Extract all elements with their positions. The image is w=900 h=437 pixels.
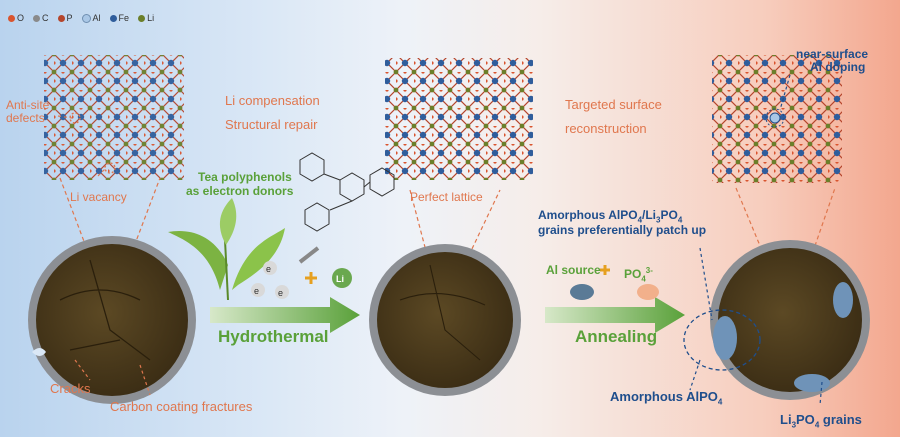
legend-item-o: O: [8, 13, 24, 23]
hydrothermal-arrow: [210, 297, 360, 333]
po4-label: PO43-: [624, 266, 653, 284]
polyphenol-molecule: [299, 152, 395, 232]
li-vacancy-label: Li vacancy: [70, 190, 127, 204]
annotation-arrows: [57, 115, 151, 396]
electron-label-1: e: [266, 264, 272, 274]
blue-annotation-arrows: [689, 74, 823, 406]
anti-site-label-2: defects: [6, 111, 45, 125]
legend-item-p: P: [57, 13, 73, 23]
anti-site-label-1: Anti-site: [6, 98, 50, 112]
donor-arrow: [298, 246, 320, 264]
surface-reconstructed-lattice: [712, 55, 842, 183]
electron-label-2: e: [254, 286, 260, 296]
legend-item-al: Al: [81, 13, 101, 23]
element-legend: O C P Al Fe Li: [8, 13, 154, 23]
tea-label-1: Tea polyphenols: [198, 170, 292, 184]
repaired-particle: [369, 244, 521, 396]
electron-label-3: e: [278, 288, 284, 298]
al-source-label: Al source: [546, 263, 601, 277]
damaged-particle: [28, 236, 196, 404]
near-surface-label-1: near-surface: [796, 47, 869, 61]
cracks-label: Cracks: [50, 381, 91, 396]
al-source-icon: [570, 284, 594, 300]
legend-item-c: C: [33, 13, 49, 23]
near-surface-label-2: Al doping: [810, 60, 866, 74]
amorphous-patch-label-2: grains preferentially patch up: [538, 223, 707, 237]
hydrothermal-label: Hydrothermal: [218, 327, 329, 346]
electron-icons: [251, 261, 352, 299]
carbon-fractures-label: Carbon coating fractures: [110, 399, 253, 414]
targeted-label-2: reconstruction: [565, 121, 647, 136]
tea-leaves-icon: [168, 198, 285, 301]
defect-lattice: [44, 55, 184, 180]
li3po4-grains-label: Li3PO4 grains: [780, 412, 862, 430]
li-compensation-label: Li compensation: [225, 93, 320, 108]
perfect-lattice-structure: [385, 58, 533, 180]
po4-icon: [637, 284, 659, 300]
tea-label-2: as electron donors: [186, 184, 294, 198]
perfect-lattice-label: Perfect lattice: [410, 190, 483, 204]
li-ion-label: Li: [336, 274, 344, 284]
legend-item-li: Li: [138, 13, 154, 23]
coated-particle: [683, 240, 870, 400]
amorphous-alpo4-label: Amorphous AlPO4: [610, 389, 723, 407]
targeted-label-1: Targeted surface: [565, 97, 662, 112]
structural-repair-label: Structural repair: [225, 117, 318, 132]
legend-item-fe: Fe: [109, 13, 129, 23]
annealing-label: Annealing: [575, 327, 658, 346]
annealing-arrow: [545, 297, 685, 333]
amorphous-patch-label-1: Amorphous AlPO4/Li3PO4: [538, 208, 683, 225]
plus-icon: [600, 265, 610, 275]
